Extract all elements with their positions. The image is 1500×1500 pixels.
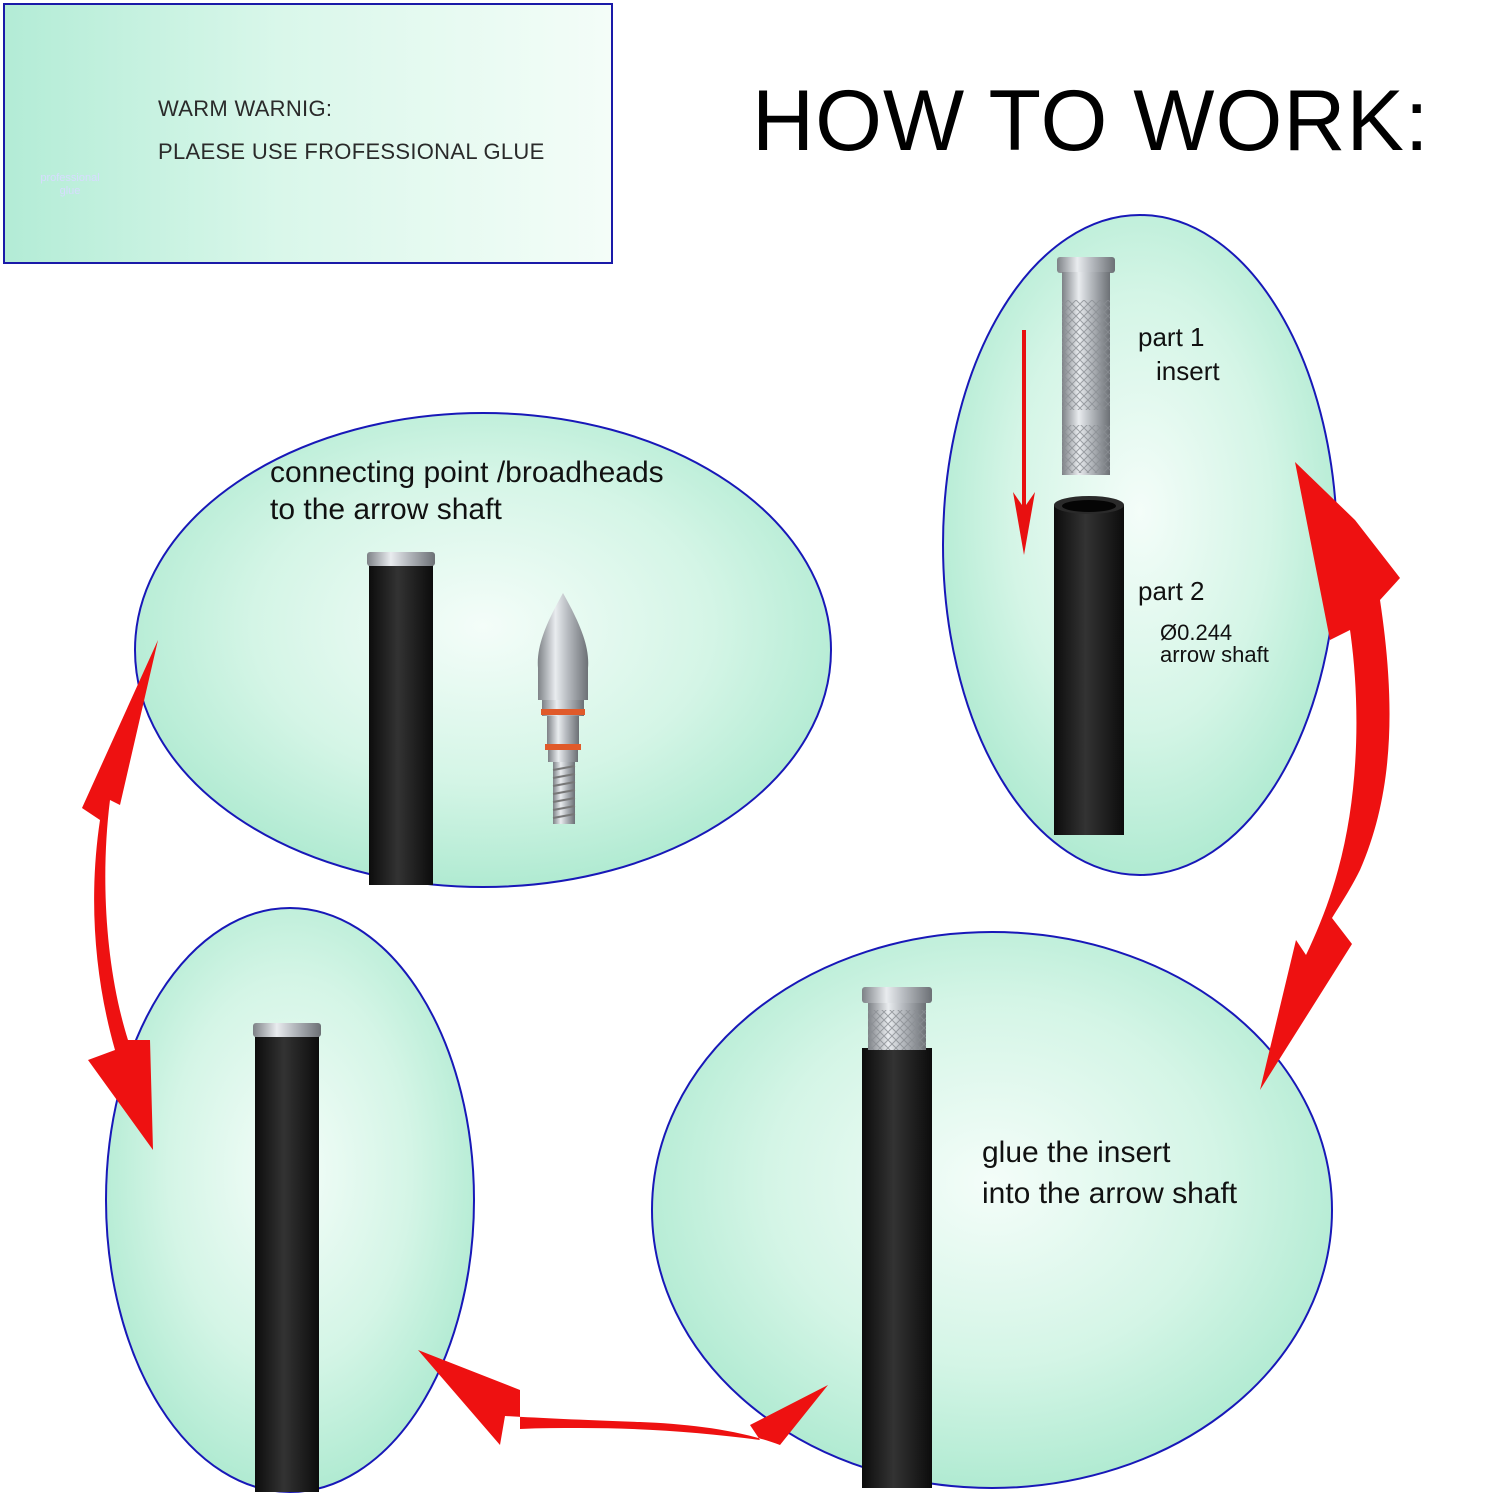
- warning-box: [3, 3, 613, 264]
- part1-name: insert: [1156, 356, 1220, 387]
- warning-heading: WARM WARNIG:: [158, 96, 332, 122]
- connect-step-line1: connecting point /broadheads: [270, 455, 664, 491]
- page-title: HOW TO WORK:: [752, 78, 1430, 164]
- finished-shaft-icon: [253, 1023, 321, 1492]
- part2-name: arrow shaft: [1160, 642, 1269, 668]
- part1-label: part 1: [1138, 322, 1205, 353]
- bottle-label: professional glue: [36, 172, 104, 198]
- connect-step-line2: to the arrow shaft: [270, 492, 502, 528]
- part2-label: part 2: [1138, 576, 1205, 607]
- warning-message: PLAESE USE FROFESSIONAL GLUE: [158, 139, 545, 165]
- glued-shaft-icon: [862, 987, 932, 1488]
- arrow-shaft-part-icon: [1054, 496, 1124, 835]
- shaft-with-insert-icon: [367, 552, 435, 885]
- glue-step-line2: into the arrow shaft: [982, 1176, 1237, 1212]
- flow-arrow-left-up: [82, 640, 158, 1150]
- step-insert-ellipse: [943, 215, 1337, 875]
- glue-step-line1: glue the insert: [982, 1135, 1170, 1171]
- insert-part-icon: [1057, 257, 1115, 475]
